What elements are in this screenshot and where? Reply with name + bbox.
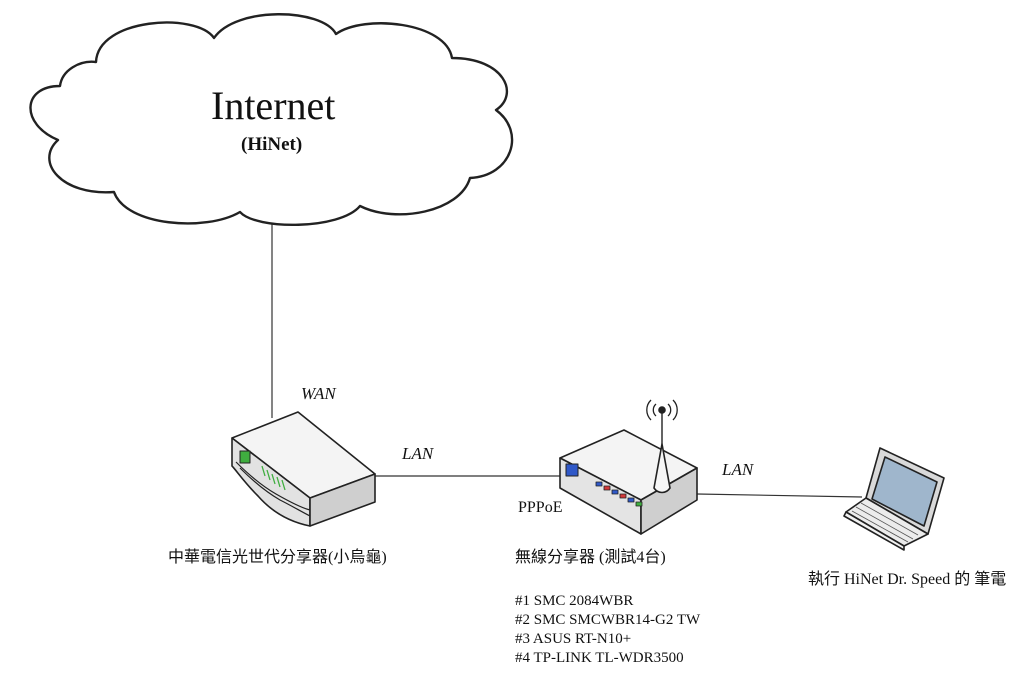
router-model-item: #1 SMC 2084WBR xyxy=(515,593,634,609)
wireless-router-icon xyxy=(559,399,698,535)
lan-label-right: LAN xyxy=(722,460,754,479)
lan-link-right xyxy=(696,493,863,498)
router-model-item: #3 ASUS RT-N10+ xyxy=(515,631,632,647)
wireless-router-label: 無線分享器 (測試4台) xyxy=(515,549,666,566)
internet-title: Internet xyxy=(211,83,336,128)
laptop-icon xyxy=(843,447,945,551)
internet-subtitle: (HiNet) xyxy=(241,134,303,155)
internet-cloud xyxy=(29,13,514,226)
fiber-router-label: 中華電信光世代分享器(小烏龜) xyxy=(168,549,387,566)
pppoe-label: PPPoE xyxy=(518,499,563,516)
connection-lines xyxy=(271,222,863,498)
router-model-list: #1 SMC 2084WBR #2 SMC SMCWBR14-G2 TW #3 … xyxy=(515,592,700,668)
laptop-label: 執行 HiNet Dr. Speed 的 筆電 xyxy=(808,571,1007,588)
router-model-item: #4 TP-LINK TL-WDR3500 xyxy=(515,650,684,666)
fiber-router-icon xyxy=(231,411,376,527)
wan-label: WAN xyxy=(301,384,336,403)
router-model-item: #2 SMC SMCWBR14-G2 TW xyxy=(515,612,701,628)
lan-label-left: LAN xyxy=(402,444,434,463)
